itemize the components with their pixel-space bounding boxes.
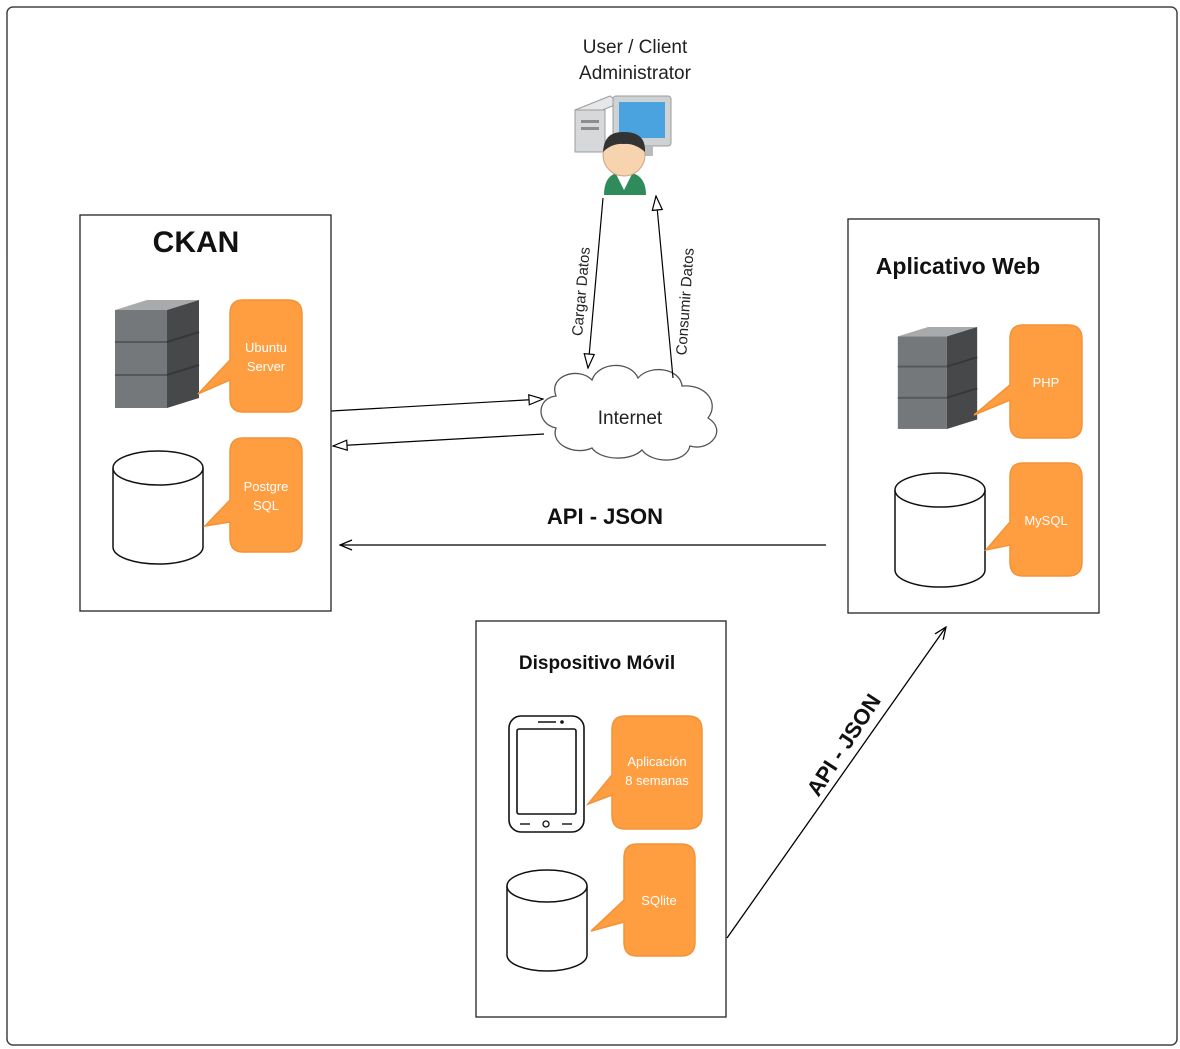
mobile-app-callout-line2: 8 semanas bbox=[625, 773, 689, 788]
web-server-callout: PHP bbox=[973, 324, 1083, 439]
ckan-database-icon bbox=[112, 450, 204, 565]
ckan-title: CKAN bbox=[153, 226, 240, 259]
smartphone-icon bbox=[508, 715, 585, 833]
consume-arrow bbox=[656, 196, 674, 379]
internet-label: Internet bbox=[598, 408, 663, 429]
web-db-callout-line1: MySQL bbox=[1024, 513, 1067, 528]
workstation-icon bbox=[573, 95, 672, 156]
mobile-box: Dispositivo Móvil Aplicación 8 semanas S… bbox=[475, 620, 727, 1018]
user-node: User / Client Administrator bbox=[573, 37, 692, 195]
web-db-callout: MySQL bbox=[983, 462, 1083, 577]
web-app-title: Aplicativo Web bbox=[876, 253, 1040, 279]
ckan-db-callout: Postgre SQL bbox=[202, 437, 303, 553]
person-icon bbox=[602, 131, 646, 195]
ckan-db-callout-line1: Postgre bbox=[244, 479, 289, 494]
ckan-db-callout-line2: SQL bbox=[253, 498, 279, 513]
mobile-db-callout: SQlite bbox=[590, 843, 696, 957]
mobile-app-callout-line1: Aplicación bbox=[627, 754, 686, 769]
ckan-to-internet-arrow bbox=[330, 399, 543, 412]
ckan-server-callout: Ubuntu Server bbox=[197, 299, 303, 413]
ckan-server-callout-line1: Ubuntu bbox=[245, 340, 287, 355]
internet-to-ckan-arrow bbox=[333, 433, 545, 446]
mobile-title: Dispositivo Móvil bbox=[519, 653, 675, 674]
mobile-db-callout-line1: SQlite bbox=[641, 893, 676, 908]
web-app-box: Aplicativo Web PHP MySQL bbox=[847, 218, 1100, 614]
api-mobile-to-web-arrow bbox=[726, 627, 946, 939]
api-web-to-ckan-label: API - JSON bbox=[547, 504, 663, 529]
mobile-app-callout: Aplicación 8 semanas bbox=[585, 715, 703, 830]
user-label-line1: User / Client bbox=[583, 37, 688, 58]
mobile-database-icon bbox=[506, 869, 588, 972]
web-server-icon bbox=[896, 325, 979, 431]
internet-cloud: Internet bbox=[540, 364, 718, 461]
ckan-server-icon bbox=[113, 298, 201, 410]
upload-arrow bbox=[588, 197, 604, 368]
user-label-line2: Administrator bbox=[579, 63, 692, 84]
ckan-server-callout-line2: Server bbox=[247, 359, 286, 374]
web-database-icon bbox=[894, 472, 986, 588]
web-server-callout-line1: PHP bbox=[1033, 375, 1060, 390]
ckan-box: CKAN Ubuntu Server Postgre SQL bbox=[79, 214, 332, 612]
